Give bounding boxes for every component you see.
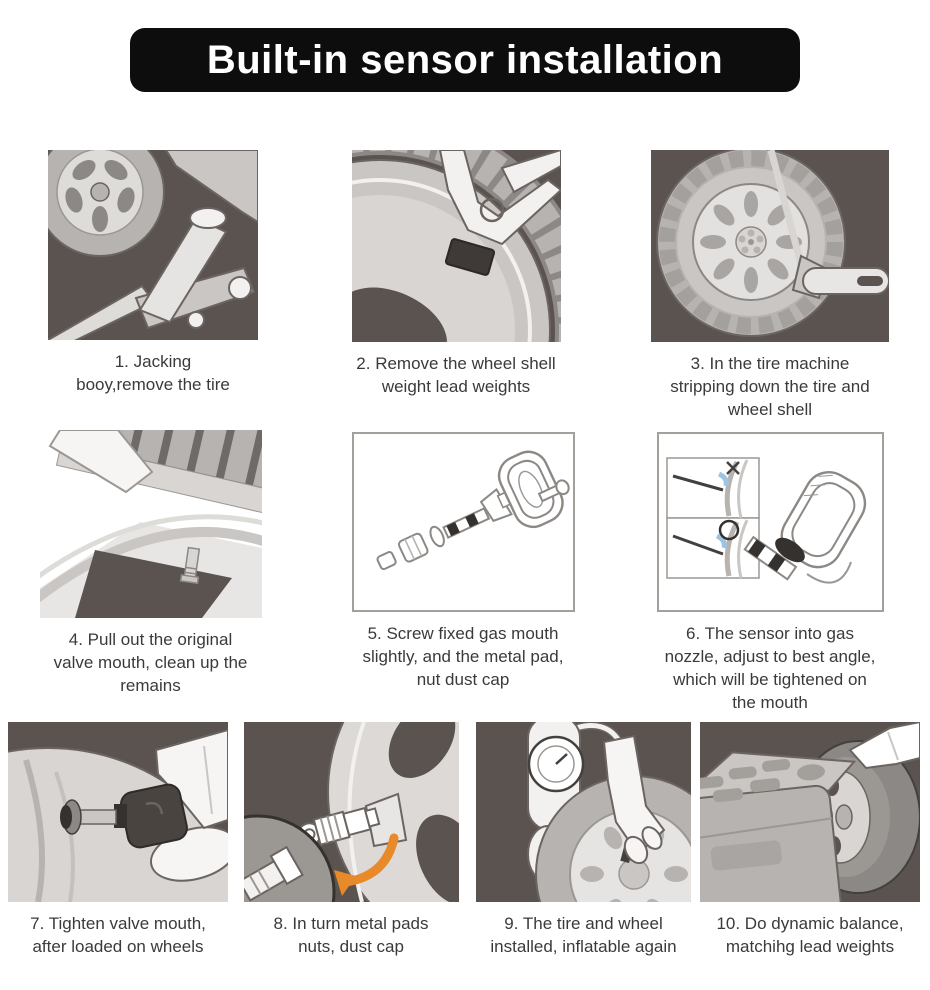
- step-7-image: [8, 722, 228, 902]
- step-6-caption: 6. The sensor into gas nozzle, adjust to…: [664, 624, 876, 712]
- step-5-image: [351, 432, 575, 612]
- step-9-tile: 9. The tire and wheel installed, inflata…: [462, 722, 705, 958]
- step-2-caption: 2. Remove the wheel shell weight lead we…: [356, 354, 556, 396]
- step-3-image: [651, 150, 889, 342]
- step-8-caption: 8. In turn metal pads nuts, dust cap: [273, 914, 429, 956]
- step-1-tile: 1. Jacking booy,remove the tire: [23, 150, 283, 396]
- tighten-valve-on-wheel-illustration: [8, 722, 228, 902]
- step-10-image: [700, 722, 920, 902]
- inflate-tire-illustration: [476, 722, 691, 902]
- sensor-angle-adjust-illustration: [656, 432, 884, 612]
- step-5-caption: 5. Screw fixed gas mouth slightly, and t…: [362, 624, 564, 689]
- tighten-nuts-dust-cap-illustration: [243, 722, 459, 902]
- step-9-caption: 9. The tire and wheel installed, inflata…: [490, 914, 677, 956]
- step-1-image: [48, 150, 258, 340]
- step-3-caption: 3. In the tire machine stripping down th…: [670, 354, 870, 419]
- step-6-tile: 6. The sensor into gas nozzle, adjust to…: [635, 432, 905, 714]
- page-title: Built-in sensor installation: [206, 37, 724, 82]
- title-banner: Built-in sensor installation: [130, 28, 800, 92]
- tire-machine-stripping-illustration: [651, 150, 889, 342]
- step-7-caption: 7. Tighten valve mouth, after loaded on …: [30, 914, 206, 956]
- step-4-tile: 4. Pull out the original valve mouth, cl…: [18, 430, 283, 697]
- step-2-tile: 2. Remove the wheel shell weight lead we…: [321, 150, 591, 398]
- dynamic-balance-machine-illustration: [700, 722, 920, 902]
- step-10-caption: 10. Do dynamic balance, matchihg lead we…: [716, 914, 904, 956]
- step-4-image: [39, 430, 262, 618]
- step-10-tile: 10. Do dynamic balance, matchihg lead we…: [690, 722, 930, 958]
- car-on-jack-illustration: [48, 150, 258, 340]
- step-9-image: [476, 722, 691, 902]
- step-6-image: [656, 432, 884, 612]
- step-7-tile: 7. Tighten valve mouth, after loaded on …: [0, 722, 236, 958]
- step-2-image: [351, 150, 561, 342]
- pull-out-valve-illustration: [39, 430, 262, 618]
- step-8-image: [243, 722, 459, 902]
- step-5-tile: 5. Screw fixed gas mouth slightly, and t…: [328, 432, 598, 691]
- remove-wheel-weight-illustration: [351, 150, 561, 342]
- step-1-caption: 1. Jacking booy,remove the tire: [76, 352, 230, 394]
- step-4-caption: 4. Pull out the original valve mouth, cl…: [53, 630, 248, 695]
- step-8-tile: 8. In turn metal pads nuts, dust cap: [232, 722, 470, 958]
- step-3-tile: 3. In the tire machine stripping down th…: [630, 150, 910, 421]
- sensor-exploded-parts-illustration: [351, 432, 575, 612]
